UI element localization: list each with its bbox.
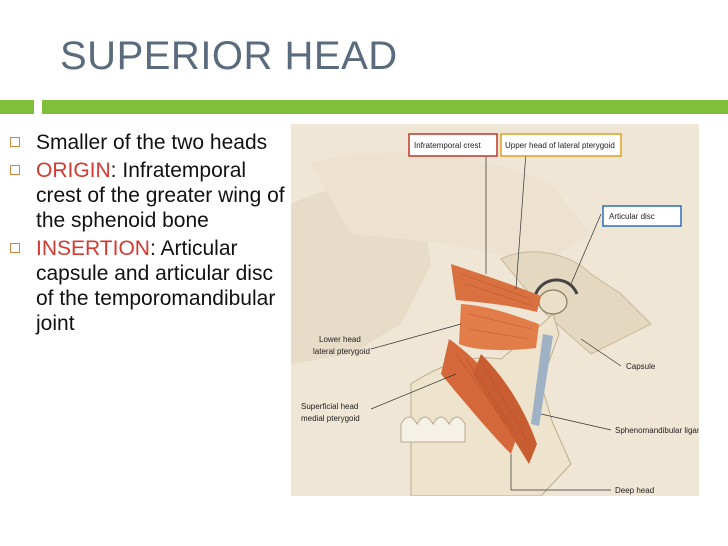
teeth-shape — [400, 416, 466, 443]
label-sphenomandibular: Sphenomandibular ligament — [615, 426, 699, 435]
square-bullet-icon — [10, 137, 20, 147]
temporal-bone-shape — [500, 251, 652, 355]
bullet-keyword: ORIGIN — [36, 159, 111, 182]
bullet-list: Smaller of the two heads ORIGIN: Infrate… — [8, 130, 292, 339]
bullet-text: Articular capsule and articular disc of … — [36, 237, 276, 335]
bullet-item-origin: ORIGIN: Infratemporal crest of the great… — [8, 158, 292, 233]
label-lateral-pterygoid: lateral pterygoid — [313, 347, 370, 356]
lower-head-muscle — [459, 304, 539, 351]
condyle-shape — [538, 289, 568, 315]
tmj-diagram: Infratemporal crest Upper head of latera… — [291, 133, 699, 496]
upper-head-muscle — [451, 264, 541, 312]
accent-bar-right — [42, 100, 728, 114]
slide-title: SUPERIOR HEAD — [60, 34, 398, 78]
bullet-text: Infratemporal crest of the greater wing … — [36, 159, 285, 232]
label-upper-head: Upper head of lateral pterygoid — [505, 141, 615, 150]
medial-pterygoid-superficial — [441, 339, 521, 454]
bullet-separator: : — [110, 159, 117, 182]
skull-base-shape — [311, 152, 591, 264]
muscle-fibers — [455, 273, 534, 445]
label-capsule: Capsule — [626, 362, 656, 371]
label-lower-head: Lower head — [319, 335, 361, 344]
bullet-keyword: INSERTION — [36, 237, 150, 260]
label-box-infratemporal — [408, 133, 498, 157]
leader-lines — [370, 151, 622, 491]
label-articular-disc: Articular disc — [609, 212, 655, 221]
square-bullet-icon — [10, 243, 20, 253]
label-superficial-head: Superficial head — [301, 402, 358, 411]
label-medial-pterygoid: medial pterygoid — [301, 414, 360, 423]
bullet-item-size: Smaller of the two heads — [8, 130, 292, 155]
square-bullet-icon — [10, 165, 20, 175]
anatomy-illustration: Infratemporal crest Upper head of latera… — [291, 124, 699, 496]
label-deep-head: Deep head — [615, 486, 654, 495]
bullet-item-insertion: INSERTION: Articular capsule and articul… — [8, 236, 292, 336]
medial-pterygoid-deep — [473, 354, 537, 464]
bullet-separator: : — [149, 237, 156, 260]
articular-disc-shape — [533, 278, 579, 297]
ligament-shape — [531, 334, 553, 426]
label-box-articular-disc — [602, 205, 682, 227]
accent-bar-left — [0, 100, 34, 114]
label-infratemporal-crest: Infratemporal crest — [414, 141, 481, 150]
label-box-upper-head — [500, 133, 622, 157]
bullet-text: Smaller of the two heads — [36, 131, 268, 154]
